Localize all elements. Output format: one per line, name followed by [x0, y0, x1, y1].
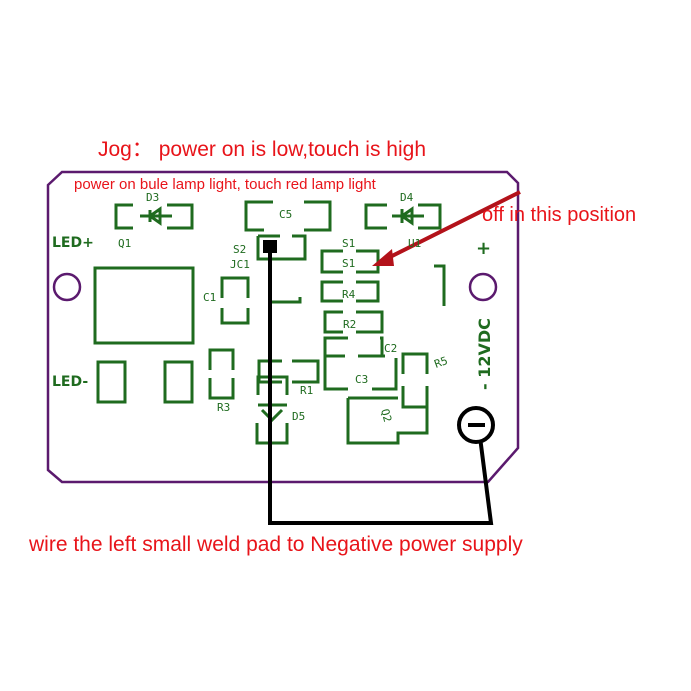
s2-footprint: [256, 234, 307, 261]
label-r3: R3: [217, 401, 230, 414]
off-position-arrow: [372, 190, 521, 266]
label-d4: D4: [400, 191, 414, 204]
d4-footprint: [364, 203, 442, 230]
wire-annotation: wire the left small weld pad to Negative…: [29, 533, 523, 556]
label-led-minus: LED-: [52, 374, 88, 390]
r5-footprint: [401, 352, 429, 409]
label-jc1: JC1: [230, 258, 250, 271]
label-c2: C2: [384, 342, 397, 355]
board-outline: [46, 170, 520, 484]
label-r4: R4: [342, 288, 356, 301]
label-plus: +: [476, 238, 491, 259]
label-r2: R2: [343, 318, 356, 331]
label-s1-top: S1: [342, 237, 355, 250]
label-q1: Q1: [118, 237, 131, 250]
ic-footprint: [93, 266, 195, 345]
led-minus-pad-left: [96, 360, 127, 404]
label-c5: C5: [279, 208, 292, 221]
jog-annotation: Jog： power on is low,touch is high: [98, 138, 427, 161]
mounting-hole-right: [468, 272, 498, 302]
label-c3: C3: [355, 373, 368, 386]
u1-footprint: [434, 264, 446, 306]
r4-footprint: [320, 280, 380, 303]
label-c1: C1: [203, 291, 216, 304]
q2-footprint: [346, 396, 429, 445]
jc1-trace: [272, 297, 302, 304]
label-led-plus: LED+: [52, 235, 94, 251]
d3-footprint: [114, 203, 194, 230]
lamp-annotation: power on bule lamp light, touch red lamp…: [74, 176, 376, 193]
c3-footprint: [323, 336, 398, 391]
label-u1: U1: [408, 237, 421, 250]
label-12vdc: - 12VDC: [475, 318, 494, 390]
c1-footprint: [220, 276, 250, 325]
off-annotation: off in this position: [482, 204, 637, 226]
led-minus-pad-right: [163, 360, 194, 404]
negative-wire: [263, 240, 495, 525]
label-s2: S2: [233, 243, 246, 256]
label-q2: Q2: [378, 407, 394, 423]
r2-footprint: [323, 310, 384, 334]
silkscreen-footprints: [93, 200, 446, 445]
label-d3: D3: [146, 191, 159, 204]
mounting-hole-left: [52, 272, 82, 302]
c5-footprint: [244, 200, 332, 232]
s2-weld-pad: [263, 240, 277, 253]
label-r1: R1: [300, 384, 313, 397]
label-r5: R5: [433, 354, 450, 371]
label-d5: D5: [292, 410, 305, 423]
r3-footprint: [208, 348, 235, 400]
label-s1: S1: [342, 257, 355, 270]
